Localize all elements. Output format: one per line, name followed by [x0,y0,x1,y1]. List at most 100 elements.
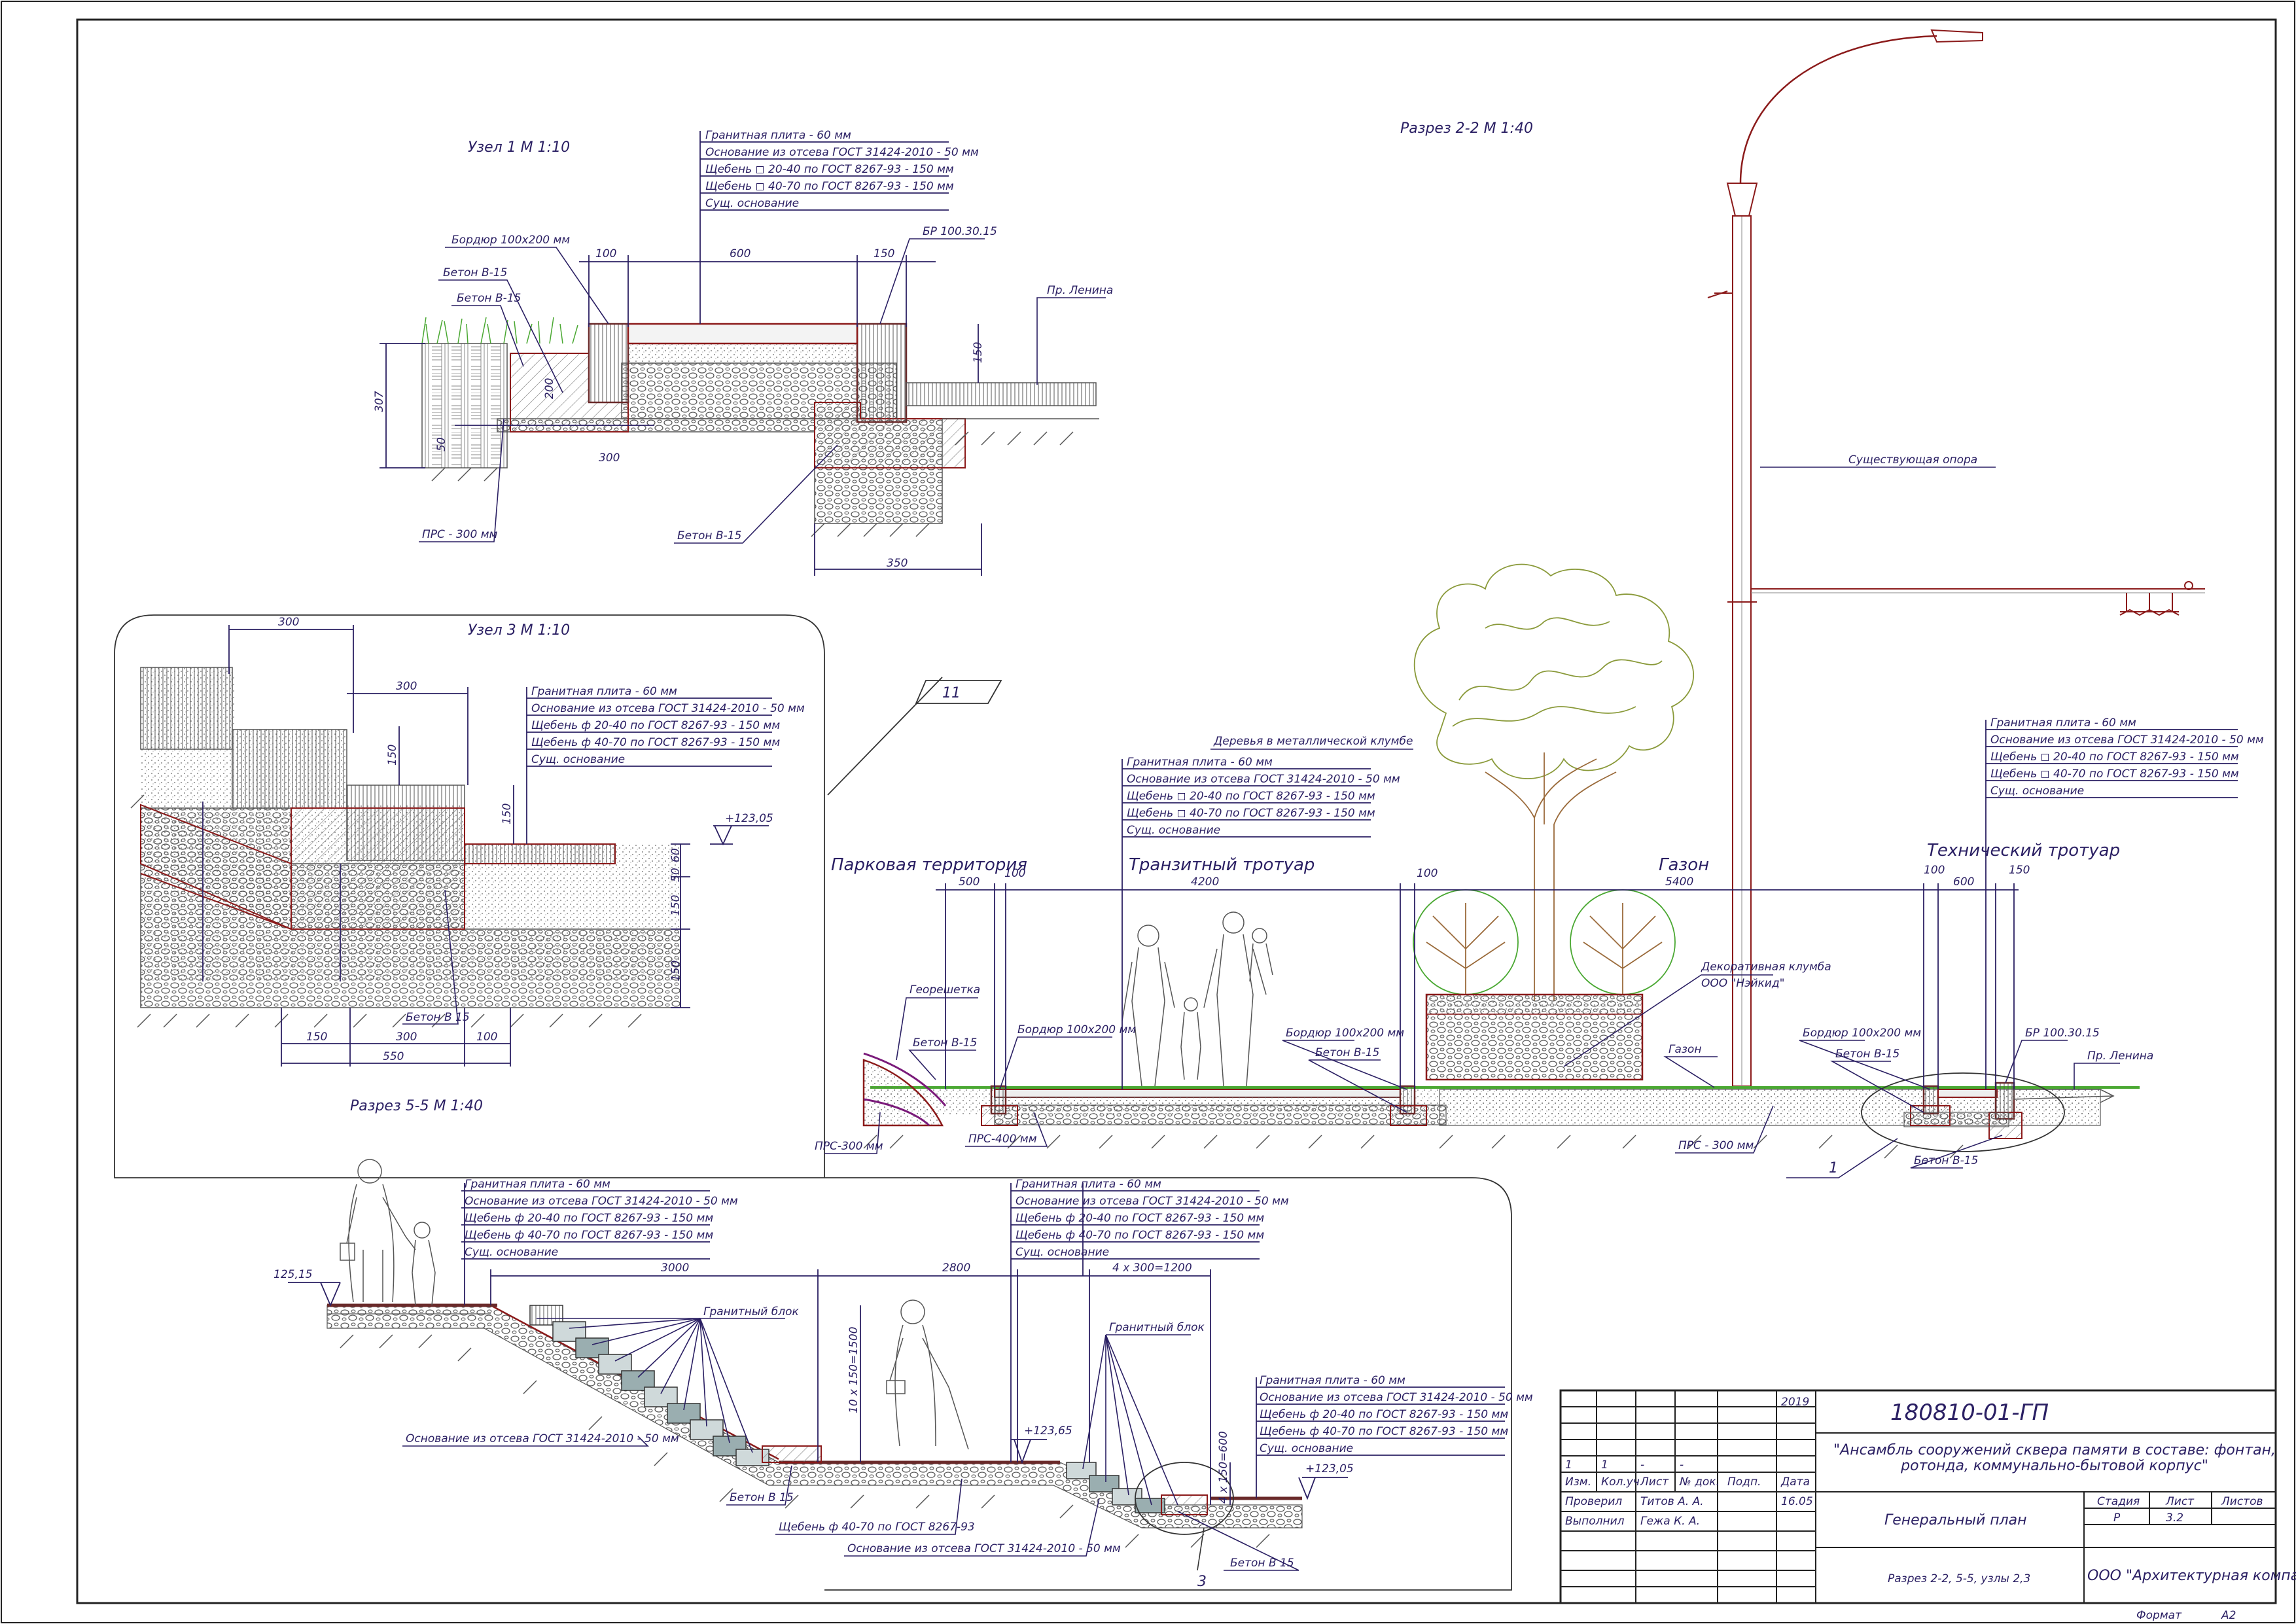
stamp-h-izm: Изм. [1565,1475,1591,1489]
r55-layerA-4: Щебень ф 40-70 по ГОСТ 8267-93 - 150 мм [465,1229,713,1242]
node3-circle [1135,1462,1234,1535]
node3-label: 3 [1197,1574,1207,1590]
r22-label-prs400: ПРС-400 мм [968,1133,1037,1146]
r22-label-betonR2: Бетон В-15 [1914,1154,1978,1167]
dim-5400: 5400 [1665,875,1693,889]
uzel3-dim-r50: 50 [669,868,682,882]
dim-600: 600 [1953,875,1974,889]
r55-layerB-3: Щебень ф 20-40 по ГОСТ 8267-93 - 150 мм [1016,1212,1264,1225]
node1-circle [1861,1072,2065,1152]
r55-layerA-1: Гранитная плита - 60 мм [465,1178,610,1191]
r55-layerC-4: Щебень ф 40-70 по ГОСТ 8267-93 - 150 мм [1260,1425,1508,1438]
razrez55-section: Разрез 5-5 М 1:40 [274,1098,1533,1591]
r55-figures [340,1159,969,1450]
uzel1-label-beton1: Бетон В-15 [443,266,507,279]
uzel1-sand [627,343,858,364]
razrez55-title: Разрез 5-5 М 1:40 [350,1098,483,1114]
uzel3-label-beton: Бетон В 15 [406,1011,470,1024]
r55-tableB [1010,1183,1260,1462]
dim-100a: 100 [1004,867,1025,880]
r22-layerB-5: Сущ. основание [1990,785,2084,798]
stamp-company: ООО "Архитектурная компания" [2087,1568,2296,1584]
dim-500: 500 [959,875,980,889]
uzel1-label-beton3: Бетон В-15 [677,529,741,542]
transit-slab [994,1089,1401,1098]
r55-layerA-3: Щебень ф 20-40 по ГОСТ 8267-93 - 150 мм [465,1212,713,1225]
stamp-h-kol: Кол.уч [1601,1475,1640,1489]
r55-dim-4x150: 4 х 150=600 [1217,1431,1230,1504]
razrez22-section: Разрез 2-2 М 1:40 Существующая опора [815,29,2264,1178]
r55-label-granit1: Гранитный блок [703,1305,799,1318]
uzel1-layer-table [699,131,949,324]
callout-11-box [915,680,1002,704]
r22-label-gazon: Газон [1669,1043,1701,1056]
stamp-h-data: Дата [1780,1475,1810,1489]
stamp-stage: Р [2113,1511,2121,1525]
r55-layerB-4: Щебень ф 40-70 по ГОСТ 8267-93 - 150 мм [1016,1229,1264,1242]
r55-layerA-5: Сущ. основание [465,1246,558,1259]
title-block: 1 1 - - Изм. Кол.уч Лист № док. Подп. Да… [1559,1389,2296,1622]
uzel3-dim-r60: 60 [669,848,682,862]
stamp-lists-h: Листов [2221,1495,2263,1508]
uzel3-layer-3: Щебень ф 20-40 по ГОСТ 8267-93 - 150 мм [531,719,780,732]
uzel1-dims [380,255,982,576]
uzel1-dim-300: 300 [599,451,620,465]
uzel1-kerb-right [856,323,908,423]
r22-label-borderL: Бордюр 100х200 мм [1017,1023,1136,1036]
uzel1-road [906,382,1097,406]
stamp-prov-role: Проверил [1565,1495,1622,1508]
uzel3-layer-table [526,687,772,844]
uzel1-grass [421,317,578,344]
r55-leaders [402,1318,1299,1571]
uzel1-dim-307: 307 [373,391,386,412]
dim-100b: 100 [1417,867,1438,880]
r22-layerA-2: Основание из отсева ГОСТ 31424-2010 - 50… [1127,773,1400,786]
zone-technical: Технический тротуар [1927,841,2120,860]
uzel3-mark: +123,05 [725,812,773,825]
r22-layerB-1: Гранитная плита - 60 мм [1990,716,2136,730]
uzel1-label-br: БР 100.30.15 [923,225,997,238]
stamp-project-fo: "Ансамбль сооружений сквера памяти в сос… [1833,1443,2276,1474]
razrez22-tableB [1985,720,2238,1089]
uzel3-step1 [140,667,233,750]
r55-layerB-2: Основание из отсева ГОСТ 31424-2010 - 50… [1016,1195,1289,1208]
zone-lawn: Газон [1659,855,1709,875]
lamp-label: Существующая опора [1848,453,1977,467]
zone-park: Парковая территория [831,855,1027,875]
uzel1-label-prs: ПРС - 300 мм [422,528,498,541]
callout-11: 11 [942,685,961,701]
stamp-list: 3.2 [2166,1511,2183,1525]
r22-label-geo: Георешетка [910,983,980,997]
uzel1-dim-100: 100 [595,247,616,260]
r55-dim-3000: 3000 [661,1262,689,1275]
dim-4200: 4200 [1191,875,1219,889]
stamp-vyp-role: Выполнил [1565,1515,1625,1528]
r22-label-leninaR: Пр. Ленина [2087,1050,2153,1063]
uzel1-parquet [421,343,508,468]
r22-layerA-1: Гранитная плита - 60 мм [1127,756,1273,769]
r55-layerB-1: Гранитная плита - 60 мм [1016,1178,1161,1191]
r22-label-prs300b: ПРС - 300 мм [1678,1139,1754,1152]
stamp-sheet-title: Генеральный план [1884,1512,2027,1528]
dim-150: 150 [2009,864,2030,877]
uzel3-title: Узел 3 М 1:10 [468,622,570,639]
r55-dim-2800: 2800 [942,1262,970,1275]
r55-steps-lower [1066,1462,1208,1515]
r55-layerA-2: Основание из отсева ГОСТ 31424-2010 - 50… [465,1195,738,1208]
r55-dim-10x150: 10 х 150=1500 [847,1327,860,1413]
r22-label-brR: БР 100.30.15 [2025,1027,2100,1040]
people-figures [1122,911,1273,1087]
r55-label-beton1: Бетон В 15 [730,1491,794,1504]
lamp-post [1707,29,2205,1087]
uzel1-dim-600: 600 [730,247,751,260]
stamp-format-label: Формат [2136,1609,2182,1622]
stamp-code: 180810-01-ГП [1890,1400,2049,1426]
r55-label-shcheben: Щебень ф 40-70 по ГОСТ 8267-93 [779,1521,975,1534]
uzel3-dim-v150b: 150 [501,803,514,824]
r22-layerB-3: Щебень ◻ 20-40 по ГОСТ 8267-93 - 150 мм [1990,750,2239,764]
r55-label-osn1: Основание из отсева ГОСТ 31424-2010 - 50… [406,1432,679,1445]
dim-100c: 100 [1924,864,1945,877]
stamp-row-v2: 1 [1601,1458,1608,1472]
